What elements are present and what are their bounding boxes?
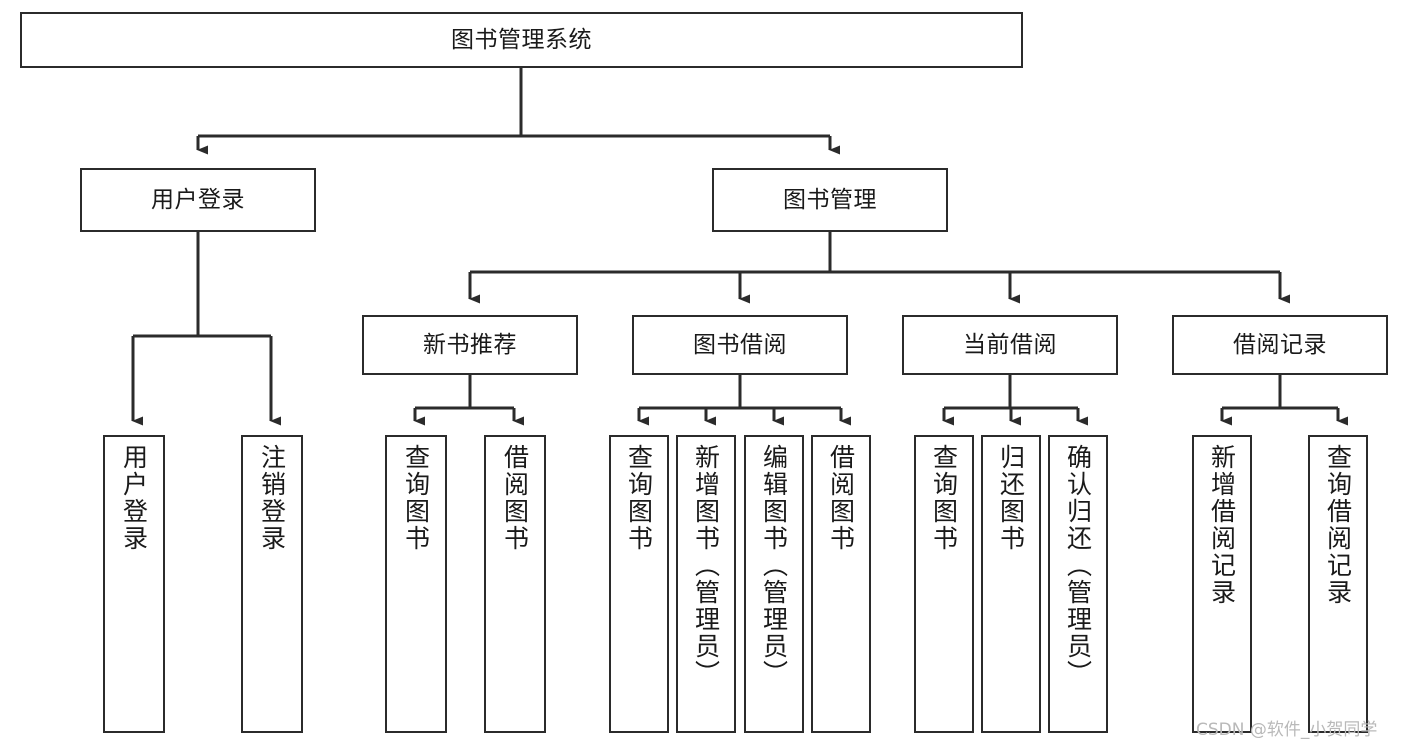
leaf-new-book-query[interactable]: 查询图书 bbox=[385, 435, 447, 733]
leaf-current-borrow-return[interactable]: 归还图书 bbox=[981, 435, 1041, 733]
node-label: 注销登录 bbox=[257, 444, 287, 552]
node-label: 图书管理 bbox=[783, 186, 877, 213]
node-label: 图书管理系统 bbox=[451, 26, 592, 53]
node-label: 用户登录 bbox=[119, 444, 149, 552]
node-label: 查询借阅记录 bbox=[1323, 444, 1353, 606]
node-borrow-record[interactable]: 借阅记录 bbox=[1172, 315, 1388, 375]
node-label: 借阅图书 bbox=[500, 444, 530, 552]
leaf-book-borrow-add[interactable]: 新增图书（管理员） bbox=[676, 435, 736, 733]
leaf-current-borrow-query[interactable]: 查询图书 bbox=[914, 435, 974, 733]
node-label: 图书借阅 bbox=[693, 331, 787, 358]
node-label: 借阅图书 bbox=[826, 444, 856, 552]
leaf-book-borrow-edit[interactable]: 编辑图书（管理员） bbox=[744, 435, 804, 733]
node-label: 新增图书（管理员） bbox=[691, 444, 721, 687]
node-user-login[interactable]: 用户登录 bbox=[80, 168, 316, 232]
node-root-system[interactable]: 图书管理系统 bbox=[20, 12, 1023, 68]
node-label: 当前借阅 bbox=[963, 331, 1057, 358]
node-label: 归还图书 bbox=[996, 444, 1026, 552]
node-label: 新增借阅记录 bbox=[1207, 444, 1237, 606]
node-label: 新书推荐 bbox=[423, 331, 517, 358]
leaf-borrow-record-query[interactable]: 查询借阅记录 bbox=[1308, 435, 1368, 733]
leaf-user-login-logout[interactable]: 注销登录 bbox=[241, 435, 303, 733]
node-current-borrow[interactable]: 当前借阅 bbox=[902, 315, 1118, 375]
leaf-book-borrow-query[interactable]: 查询图书 bbox=[609, 435, 669, 733]
node-label: 查询图书 bbox=[624, 444, 654, 552]
node-book-management[interactable]: 图书管理 bbox=[712, 168, 948, 232]
node-label: 用户登录 bbox=[151, 186, 245, 213]
leaf-borrow-record-add[interactable]: 新增借阅记录 bbox=[1192, 435, 1252, 733]
leaf-new-book-borrow[interactable]: 借阅图书 bbox=[484, 435, 546, 733]
node-label: 查询图书 bbox=[929, 444, 959, 552]
leaf-book-borrow-borrow[interactable]: 借阅图书 bbox=[811, 435, 871, 733]
node-new-book-recommend[interactable]: 新书推荐 bbox=[362, 315, 578, 375]
node-label: 查询图书 bbox=[401, 444, 431, 552]
node-label: 编辑图书（管理员） bbox=[759, 444, 789, 687]
leaf-user-login-login[interactable]: 用户登录 bbox=[103, 435, 165, 733]
node-label: 借阅记录 bbox=[1233, 331, 1327, 358]
node-label: 确认归还（管理员） bbox=[1063, 444, 1093, 687]
node-book-borrow[interactable]: 图书借阅 bbox=[632, 315, 848, 375]
leaf-current-borrow-confirm-return[interactable]: 确认归还（管理员） bbox=[1048, 435, 1108, 733]
